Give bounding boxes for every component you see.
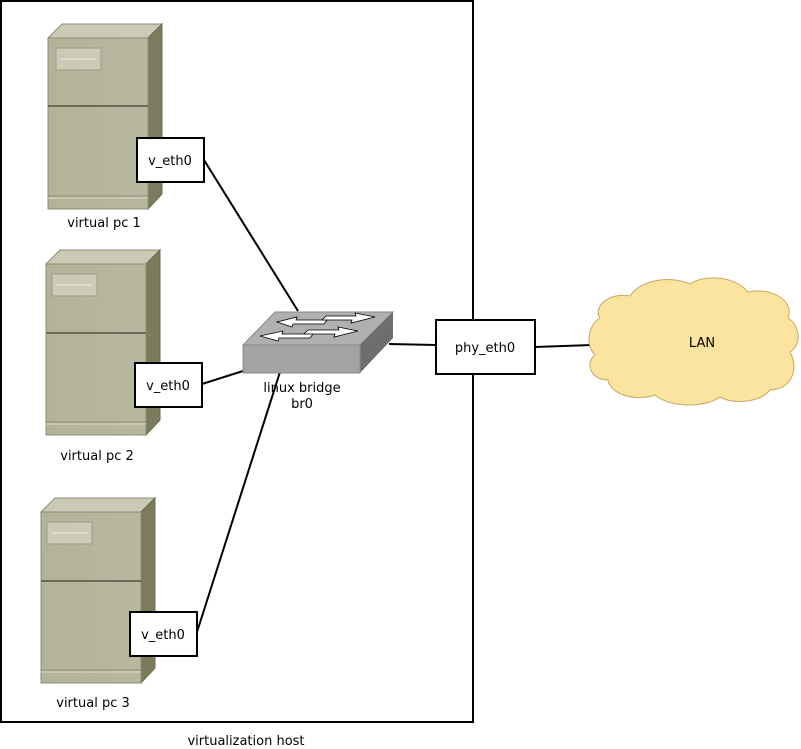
- lan-label: LAN: [689, 336, 715, 351]
- virtual-pc-2-label: virtual pc 2: [60, 449, 134, 464]
- v-eth0-pc1[interactable]: v_eth0: [136, 137, 205, 183]
- linux-bridge[interactable]: linux bridge br0: [241, 311, 395, 412]
- link-bridge-phy: [388, 343, 437, 346]
- link-phy-lan: [534, 344, 593, 348]
- bidirectional-arrows-icon: [259, 312, 376, 342]
- phy-eth0[interactable]: phy_eth0: [435, 319, 536, 375]
- cloud-icon: [588, 277, 799, 406]
- link-pc3-bridge: [196, 371, 281, 633]
- bridge-label-line1: linux bridge: [263, 381, 340, 396]
- nic-label: v_eth0: [148, 154, 192, 169]
- virtual-pc-1-label: virtual pc 1: [67, 216, 141, 231]
- v-eth0-pc2[interactable]: v_eth0: [134, 362, 203, 408]
- nic-label: v_eth0: [141, 628, 185, 643]
- link-pc2-bridge: [201, 370, 244, 385]
- nic-label: v_eth0: [146, 379, 190, 394]
- switch-icon: [241, 311, 395, 374]
- v-eth0-pc3[interactable]: v_eth0: [129, 611, 198, 657]
- lan-cloud[interactable]: LAN: [588, 277, 799, 406]
- virtualization-host-label: virtualization host: [187, 734, 304, 749]
- bridge-label-line2: br0: [291, 397, 313, 412]
- virtual-pc-3-label: virtual pc 3: [56, 696, 130, 711]
- phy-eth0-label: phy_eth0: [455, 341, 515, 356]
- link-pc1-bridge: [203, 159, 299, 312]
